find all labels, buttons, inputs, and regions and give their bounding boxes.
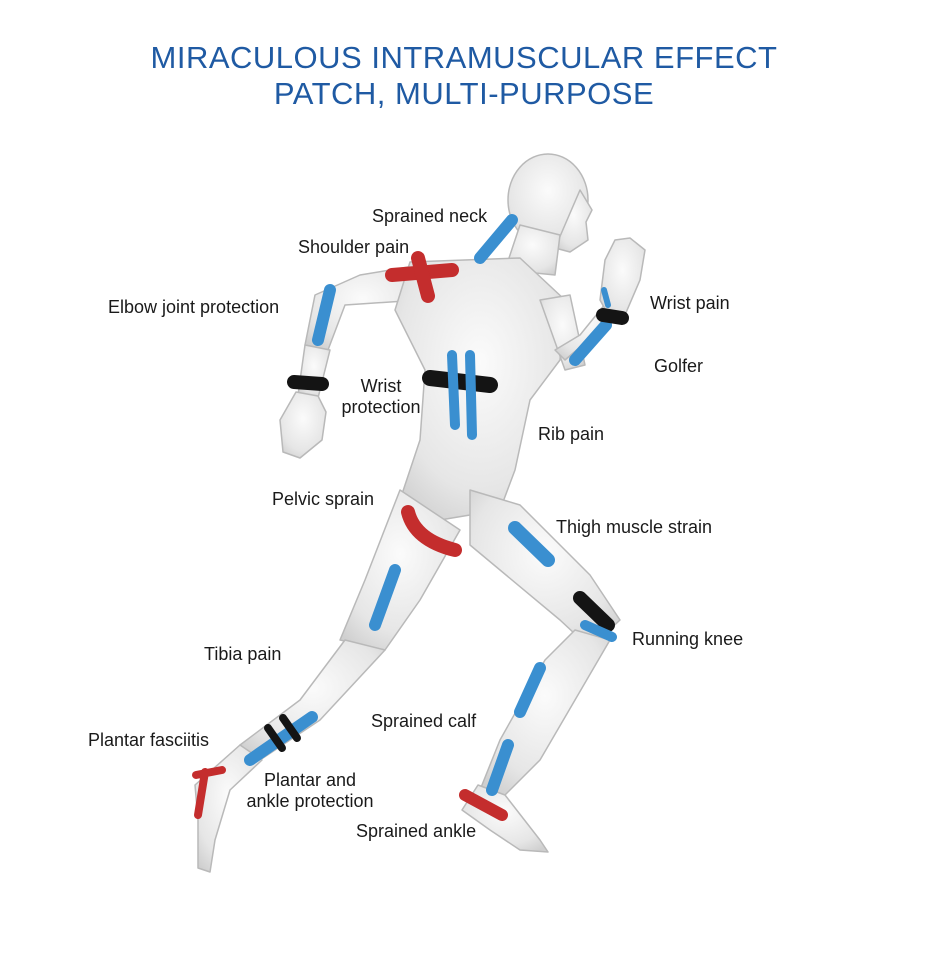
calf-tape-b [486, 739, 514, 796]
back-foot [194, 744, 263, 873]
label-wrist-protection-line-1: Wrist [360, 376, 402, 396]
label-sprained-calf: Sprained calf [371, 711, 477, 731]
back-wrist-band [287, 375, 329, 391]
label-rib-pain: Rib pain [538, 424, 605, 444]
label-wrist-pain: Wrist pain [650, 293, 730, 313]
label-thigh-muscle-strain: Thigh muscle strain [556, 517, 713, 537]
shoulder-tape-b [411, 251, 435, 303]
rib-tape-a [447, 350, 460, 430]
tibia-tape [244, 711, 318, 766]
label-elbow-joint-protection: Elbow joint protection [108, 297, 280, 317]
knee-band [573, 591, 615, 632]
torso-band [422, 370, 498, 393]
forearm-tape [569, 319, 612, 366]
wrist-pain-tape [601, 287, 611, 308]
label-sprained-ankle: Sprained ankle [356, 821, 477, 841]
elbow-tape [312, 284, 336, 346]
ankle-tape [459, 789, 508, 821]
plantar-band-a [264, 724, 286, 752]
pelvic-tape [401, 505, 462, 557]
kinesiology-tapes [192, 214, 629, 821]
label-wrist-protection-line-2: protection [341, 397, 421, 417]
label-shoulder-pain: Shoulder pain [298, 237, 410, 257]
title-line-1: MIRACULOUS INTRAMUSCULAR EFFECT [150, 40, 778, 75]
label-sprained-neck: Sprained neck [372, 206, 488, 226]
front-wrist-band [596, 308, 629, 325]
thigh-tape [508, 521, 555, 567]
label-golfer: Golfer [654, 356, 704, 376]
label-wrist-protection: Wrist protection [336, 376, 426, 418]
rib-tape-b [465, 350, 477, 440]
back-thigh-tape [369, 564, 401, 631]
label-plantar-fasciitis: Plantar fasciitis [88, 730, 210, 750]
label-plantar-ankle-line-2: ankle protection [246, 791, 374, 811]
title-line-2: PATCH, MULTI-PURPOSE [273, 76, 655, 111]
diagram-title: MIRACULOUS INTRAMUSCULAR EFFECT PATCH, M… [0, 40, 928, 112]
calf-tape-a [514, 662, 546, 718]
plantar-fasciitis-tape [192, 766, 226, 819]
label-running-knee: Running knee [632, 629, 744, 649]
label-tibia-pain: Tibia pain [204, 644, 282, 664]
plantar-band-b [279, 714, 301, 742]
back-hand [279, 391, 327, 459]
label-pelvic-sprain: Pelvic sprain [272, 489, 375, 509]
label-plantar-ankle-protection: Plantar and ankle protection [238, 770, 382, 812]
label-plantar-ankle-line-1: Plantar and [263, 770, 357, 790]
knee-tape [580, 620, 617, 642]
neck-tape [474, 214, 518, 264]
